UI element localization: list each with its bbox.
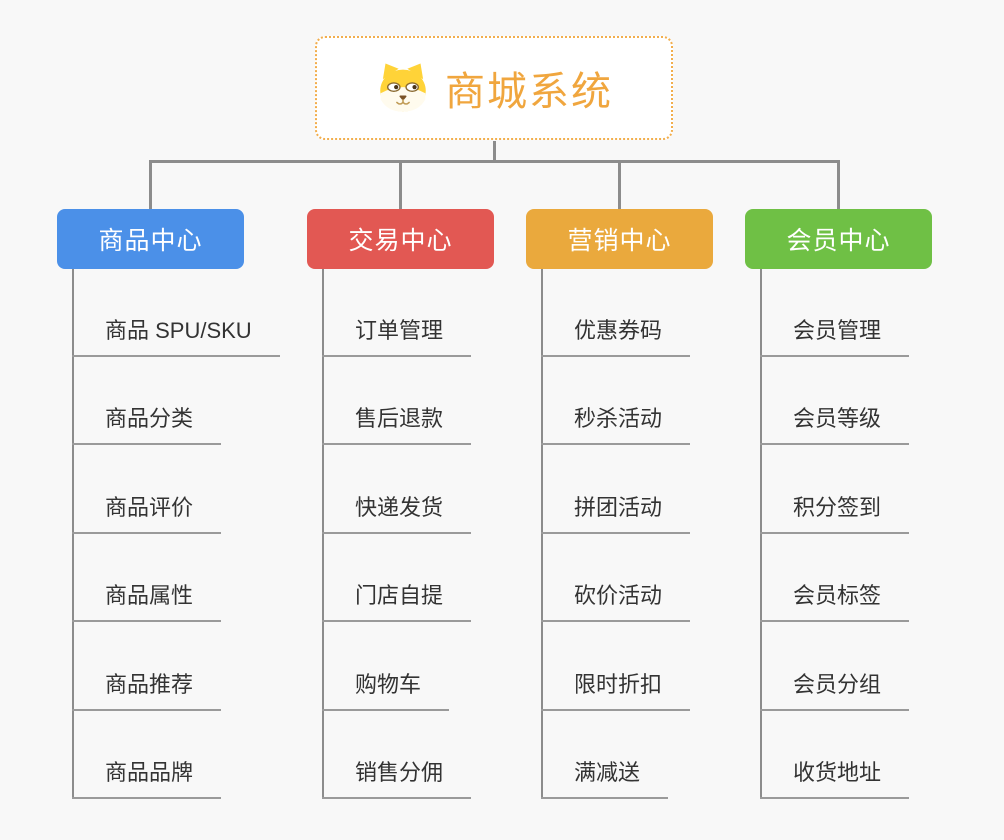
leaf-node[interactable]: 销售分佣 (322, 758, 472, 799)
leaf-node[interactable]: 购物车 (322, 670, 450, 711)
leaf-node[interactable]: 门店自提 (322, 581, 472, 622)
branch-trunk-line (541, 269, 543, 799)
leaf-node[interactable]: 砍价活动 (541, 581, 691, 622)
branch-trunk-line (760, 269, 762, 799)
leaf-node[interactable]: 商品分类 (72, 404, 222, 445)
connector-drop-branch-1 (399, 163, 402, 209)
leaf-node[interactable]: 售后退款 (322, 404, 472, 445)
leaf-node[interactable]: 拼团活动 (541, 493, 691, 534)
leaf-node[interactable]: 收货地址 (760, 758, 910, 799)
leaf-node[interactable]: 快递发货 (322, 493, 472, 534)
leaf-node[interactable]: 秒杀活动 (541, 404, 691, 445)
branch-leaf-column: 会员管理 会员等级 积分签到 会员标签 会员分组 收货地址 (760, 268, 910, 799)
branch-trunk-line (322, 269, 324, 799)
connector-drop-branch-3 (837, 163, 840, 209)
branch-leaf-column: 商品 SPU/SKU 商品分类 商品评价 商品属性 商品推荐 商品品牌 (72, 268, 280, 799)
leaf-node[interactable]: 会员分组 (760, 670, 910, 711)
leaf-node[interactable]: 积分签到 (760, 493, 910, 534)
branch-node[interactable]: 交易中心 (307, 209, 494, 269)
root-node[interactable]: 商城系统 (315, 36, 673, 140)
leaf-node[interactable]: 优惠券码 (541, 316, 691, 357)
leaf-node[interactable]: 商品评价 (72, 493, 222, 534)
branch-node[interactable]: 会员中心 (745, 209, 932, 269)
leaf-node[interactable]: 商品品牌 (72, 758, 222, 799)
leaf-node[interactable]: 会员管理 (760, 316, 910, 357)
connector-drop-branch-0 (149, 163, 152, 209)
leaf-node[interactable]: 商品推荐 (72, 670, 222, 711)
dog-face-icon (380, 63, 426, 112)
branch-leaf-column: 订单管理 售后退款 快递发货 门店自提 购物车 销售分佣 (322, 268, 472, 799)
leaf-node[interactable]: 商品 SPU/SKU (72, 316, 280, 357)
connector-horizontal-bar (149, 160, 840, 163)
leaf-node[interactable]: 满减送 (541, 758, 669, 799)
root-title: 商城系统 (445, 70, 613, 114)
connector-root-stub (493, 141, 496, 161)
leaf-node[interactable]: 商品属性 (72, 581, 222, 622)
branch-node[interactable]: 营销中心 (526, 209, 713, 269)
branch-trunk-line (72, 269, 74, 799)
leaf-node[interactable]: 会员等级 (760, 404, 910, 445)
branch-node[interactable]: 商品中心 (57, 209, 244, 269)
leaf-node[interactable]: 会员标签 (760, 581, 910, 622)
connector-drop-branch-2 (618, 163, 621, 209)
leaf-node[interactable]: 限时折扣 (541, 670, 691, 711)
leaf-node[interactable]: 订单管理 (322, 316, 472, 357)
branch-leaf-column: 优惠券码 秒杀活动 拼团活动 砍价活动 限时折扣 满减送 (541, 268, 691, 799)
